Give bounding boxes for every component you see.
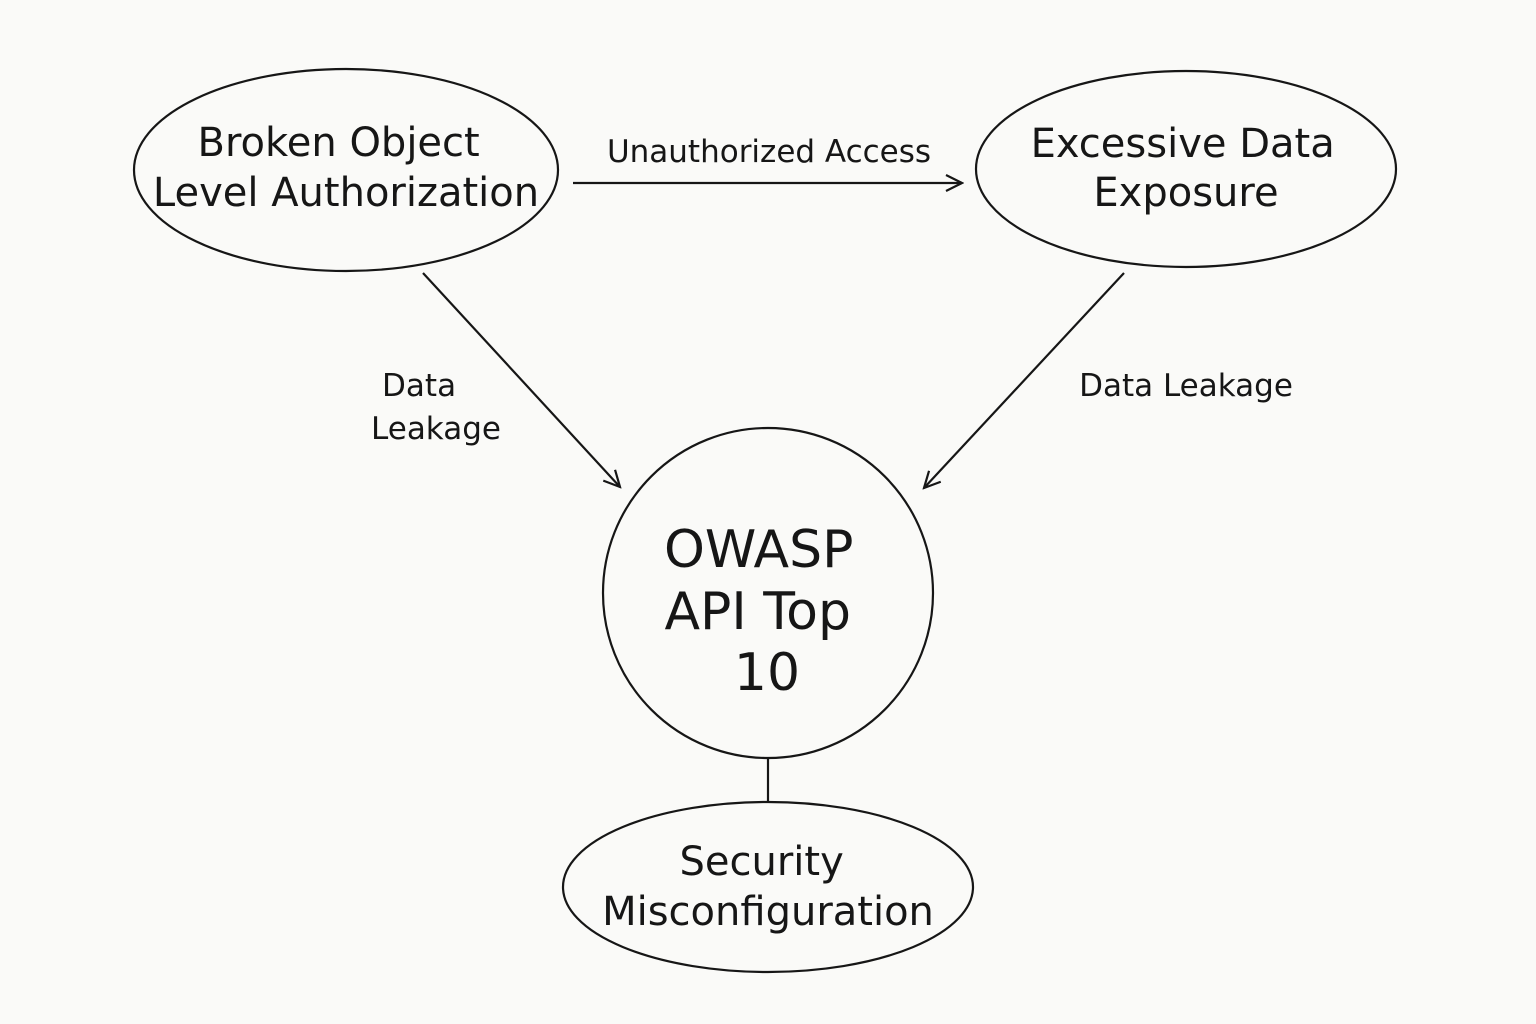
- edge-label-unauthorized-access: Unauthorized Access: [607, 134, 931, 170]
- node-label-line: Level Authorization: [153, 170, 539, 216]
- node-label-line: Broken Object: [198, 120, 480, 166]
- node-security-label: Security Misconfiguration: [602, 839, 934, 935]
- node-label-line: 10: [734, 643, 800, 703]
- node-label-line: Excessive Data: [1031, 121, 1335, 167]
- node-security-ellipse: [561, 800, 975, 974]
- edge-label-data-leakage-left: Data Leakage: [371, 368, 501, 447]
- node-label-line: Misconfiguration: [602, 889, 934, 935]
- node-label-line: Exposure: [1093, 170, 1278, 216]
- node-label-line: OWASP: [664, 520, 853, 580]
- edge-bola-to-owasp: [422, 272, 620, 487]
- node-label-line: API Top: [664, 582, 851, 642]
- node-owasp-label: OWASP API Top 10: [664, 520, 870, 703]
- node-bola-ellipse: [132, 67, 560, 273]
- node-excessive-ellipse: [974, 69, 1398, 269]
- node-owasp-circle: [601, 426, 935, 760]
- node-label-line: Security: [680, 839, 844, 885]
- edge-excessive-to-owasp: [924, 272, 1125, 488]
- edge-label-line: Data: [382, 368, 456, 404]
- edge-label-data-leakage-right: Data Leakage: [1079, 368, 1293, 404]
- node-bola-label: Broken Object Level Authorization: [153, 120, 539, 216]
- edge-label-line: Leakage: [371, 411, 501, 447]
- node-excessive-label: Excessive Data Exposure: [1031, 121, 1348, 216]
